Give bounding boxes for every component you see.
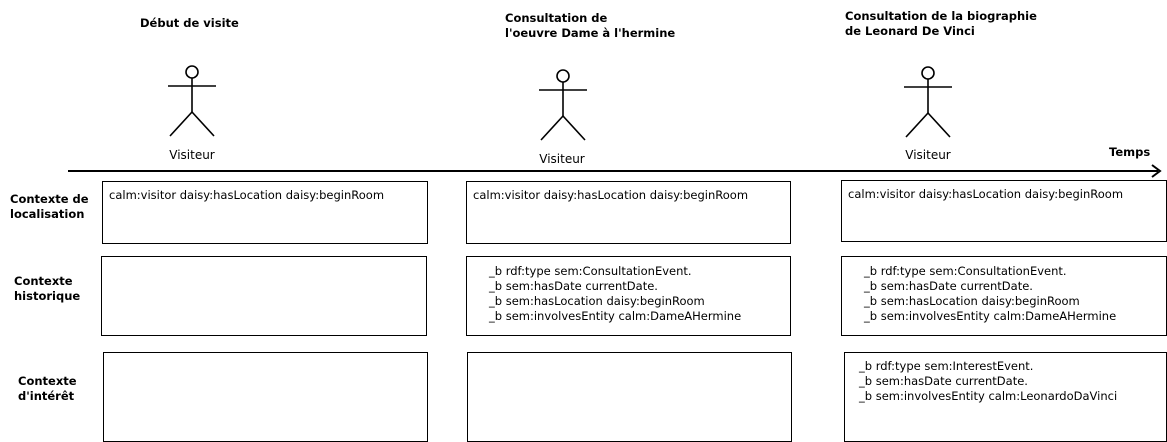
triple-line: _b sem:hasLocation daisy:beginRoom <box>489 294 705 308</box>
triple-line: calm:visitor daisy:hasLocation daisy:beg… <box>109 188 385 202</box>
localisation-cell-2: calm:visitor daisy:hasLocation daisy:beg… <box>466 181 791 244</box>
triple-line: _b sem:involvesEntity calm:DameAHermine <box>489 309 742 323</box>
visitor-actor-icon <box>904 66 952 138</box>
interet-cell-3: _b rdf:type sem:InterestEvent. _b sem:ha… <box>844 352 1167 442</box>
localisation-cell-1: calm:visitor daisy:hasLocation daisy:beg… <box>102 181 428 244</box>
triple-line: _b sem:hasLocation daisy:beginRoom <box>864 294 1080 308</box>
triple-line: _b rdf:type sem:ConsultationEvent. <box>489 264 692 278</box>
triple-line: calm:visitor daisy:hasLocation daisy:beg… <box>473 188 749 202</box>
triple-line: _b sem:involvesEntity calm:DameAHermine <box>864 309 1117 323</box>
step-title-2: Consultation de l'oeuvre Dame à l'hermin… <box>505 11 676 40</box>
step-title-1: Début de visite <box>140 16 239 30</box>
triple-line: _b rdf:type sem:InterestEvent. <box>859 359 1034 373</box>
historique-cell-1 <box>101 256 427 336</box>
actor-label-2: Visiteur <box>539 152 585 166</box>
localisation-cell-3: calm:visitor daisy:hasLocation daisy:beg… <box>841 180 1167 242</box>
triple-line: calm:visitor daisy:hasLocation daisy:beg… <box>848 187 1124 201</box>
historique-cell-3: _b rdf:type sem:ConsultationEvent. _b se… <box>841 256 1167 336</box>
triple-line: _b sem:hasDate currentDate. <box>489 279 658 293</box>
actor-label-3: Visiteur <box>905 148 951 162</box>
historique-cell-2: _b rdf:type sem:ConsultationEvent. _b se… <box>466 256 791 336</box>
row-label-localisation: Contexte de localisation <box>10 192 89 221</box>
timeline-arrow <box>68 164 1162 178</box>
triple-line: _b sem:involvesEntity calm:LeonardoDaVin… <box>859 389 1118 403</box>
step-title-3: Consultation de la biographie de Leonard… <box>845 9 1037 38</box>
triple-line: _b sem:hasDate currentDate. <box>859 374 1028 388</box>
row-label-historique: Contexte historique <box>14 274 81 303</box>
actor-label-1: Visiteur <box>169 148 215 162</box>
time-axis-label: Temps <box>1109 145 1151 159</box>
triple-line: _b rdf:type sem:ConsultationEvent. <box>864 264 1067 278</box>
visitor-actor-icon <box>539 69 587 141</box>
triple-line: _b sem:hasDate currentDate. <box>864 279 1033 293</box>
interet-cell-1 <box>103 352 428 442</box>
interet-cell-2 <box>467 352 792 442</box>
row-label-interet: Contexte d'intérêt <box>18 374 77 403</box>
visitor-actor-icon <box>168 65 216 137</box>
